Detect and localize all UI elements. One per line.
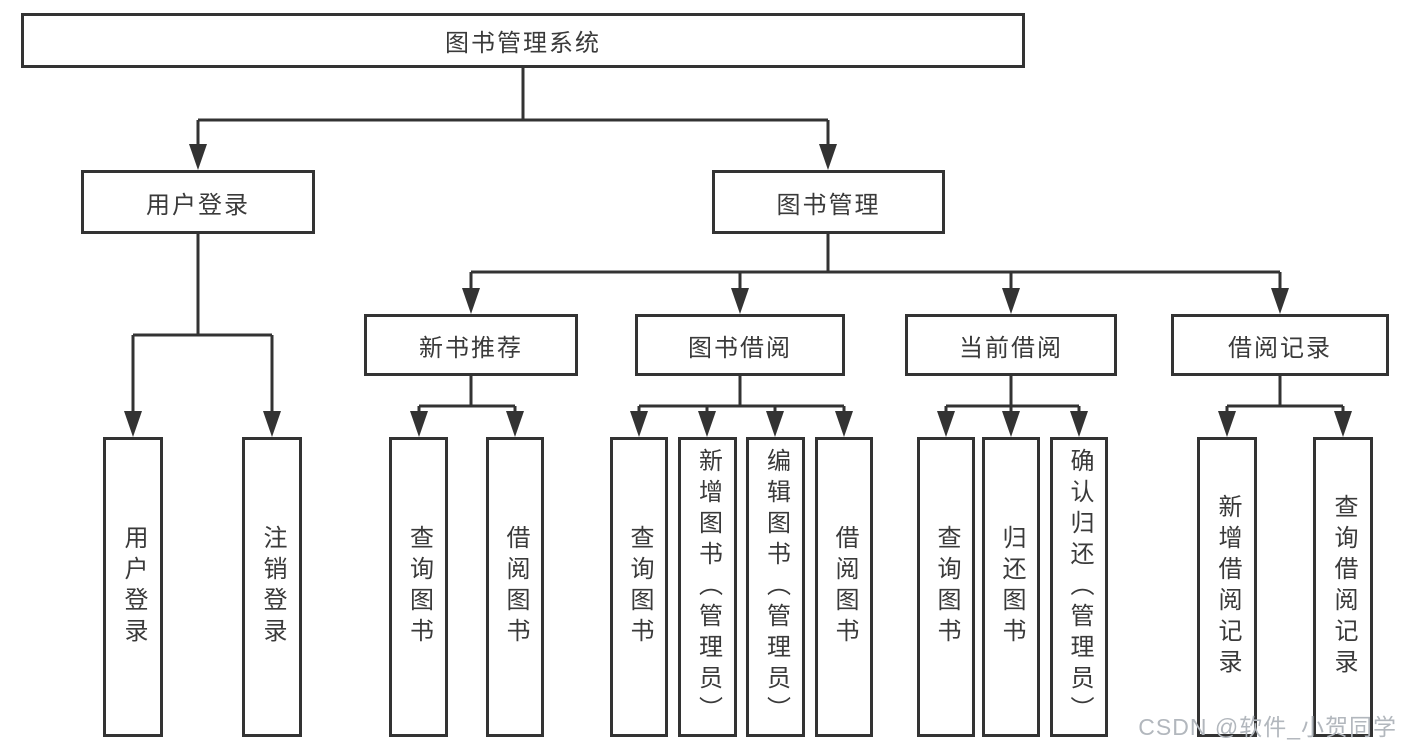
node-label: 用户登录 bbox=[146, 191, 250, 219]
node-label: 借阅记录 bbox=[1228, 334, 1332, 362]
node-borrow-records: 借阅记录 bbox=[1171, 314, 1389, 376]
leaf-user-login: 用户登录 bbox=[103, 437, 163, 737]
node-label: 图书借阅 bbox=[688, 334, 792, 362]
leaf-label: 新增借阅记录 bbox=[1214, 494, 1241, 680]
leaf-label: 查询借阅记录 bbox=[1330, 494, 1357, 680]
leaf-label: 借阅图书 bbox=[831, 525, 858, 649]
node-label: 当前借阅 bbox=[959, 334, 1063, 362]
leaf-label: 借阅图书 bbox=[502, 525, 529, 649]
node-user-login: 用户登录 bbox=[81, 170, 315, 234]
leaf-label: 归还图书 bbox=[998, 525, 1025, 649]
leaf-newbook-query-books: 查询图书 bbox=[389, 437, 448, 737]
csdn-watermark: CSDN @软件_小贺同学 bbox=[1138, 714, 1397, 740]
leaf-label: 查询图书 bbox=[933, 525, 960, 649]
leaf-label: 查询图书 bbox=[626, 525, 653, 649]
node-book-borrow: 图书借阅 bbox=[635, 314, 845, 376]
leaf-records-add-record: 新增借阅记录 bbox=[1197, 437, 1257, 737]
leaf-current-confirm-return-admin: 确认归还（管理员） bbox=[1050, 437, 1108, 737]
leaf-borrow-query-books: 查询图书 bbox=[610, 437, 668, 737]
node-new-book-recommend: 新书推荐 bbox=[364, 314, 578, 376]
node-current-borrow: 当前借阅 bbox=[905, 314, 1117, 376]
leaf-current-query-books: 查询图书 bbox=[917, 437, 975, 737]
leaf-label: 用户登录 bbox=[120, 525, 147, 649]
leaf-borrow-borrow-books: 借阅图书 bbox=[815, 437, 873, 737]
node-book-management: 图书管理 bbox=[712, 170, 945, 234]
leaf-label: 注销登录 bbox=[259, 525, 286, 649]
node-label: 图书管理 bbox=[776, 191, 881, 219]
node-label: 新书推荐 bbox=[419, 334, 523, 362]
leaf-label: 新增图书（管理员） bbox=[694, 447, 722, 727]
node-library-management-system: 图书管理系统 bbox=[21, 13, 1025, 68]
leaf-newbook-borrow-books: 借阅图书 bbox=[486, 437, 544, 737]
leaf-borrow-edit-books-admin: 编辑图书（管理员） bbox=[746, 437, 805, 737]
leaf-current-return-books: 归还图书 bbox=[982, 437, 1040, 737]
node-label: 图书管理系统 bbox=[445, 30, 601, 57]
leaf-logout: 注销登录 bbox=[242, 437, 302, 737]
leaf-label: 查询图书 bbox=[405, 525, 433, 649]
leaf-label: 确认归还（管理员） bbox=[1066, 447, 1093, 727]
leaf-label: 编辑图书（管理员） bbox=[762, 447, 790, 727]
leaf-borrow-add-books-admin: 新增图书（管理员） bbox=[678, 437, 737, 737]
leaf-records-query-record: 查询借阅记录 bbox=[1313, 437, 1373, 737]
